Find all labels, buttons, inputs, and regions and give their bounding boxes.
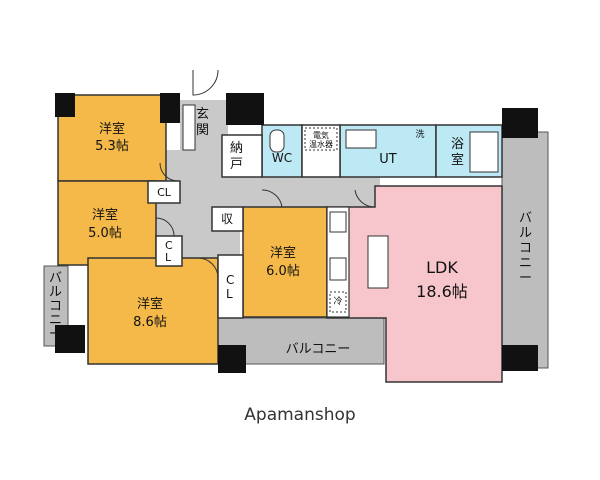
bedroom-1-name: 洋室: [99, 121, 125, 137]
washbasin: [345, 129, 377, 149]
wash-label: 洗: [415, 128, 424, 140]
kitchen-sink: [329, 257, 347, 281]
balcony-left-label: バルコニー: [49, 271, 62, 342]
wall-pillars: [55, 93, 538, 373]
ldk-size: 18.6帖: [416, 282, 468, 301]
closet-3: [217, 254, 244, 319]
fridge-label: 冷: [333, 295, 342, 307]
bathtub: [469, 131, 499, 173]
entry-cabinet: [182, 104, 196, 151]
kitchen-stove: [329, 211, 347, 233]
ldk-room: [326, 185, 503, 383]
balcony-bottom-label: バルコニー: [286, 342, 351, 357]
bedroom-3-name: 洋室: [137, 296, 163, 312]
bedroom-2-name: 洋室: [92, 207, 118, 223]
closet-1: [147, 180, 181, 204]
bedroom-1: [57, 94, 167, 182]
bedroom-2: [57, 180, 157, 266]
bath-label: 浴室: [451, 137, 464, 168]
storage-room: [211, 206, 244, 232]
heater-label-1: 電気: [313, 130, 329, 140]
bedroom-3-size: 8.6帖: [133, 315, 167, 330]
brand-logo-text: Apamanshop: [244, 405, 356, 425]
ut-label: UT: [379, 152, 397, 167]
nando-room: [221, 134, 263, 178]
balconies: [43, 131, 549, 369]
nando-label: 納戸: [230, 141, 243, 172]
ldk-name: LDK: [426, 258, 458, 277]
kitchen-island: [367, 235, 389, 289]
bedroom-2-size: 5.0帖: [88, 226, 122, 241]
bedroom-4-size: 6.0帖: [266, 264, 300, 279]
floor-plan: 洋室 5.3帖 洋室 5.0帖 洋室 8.6帖 洋室 6.0帖 LDK 18.6…: [43, 69, 549, 383]
water-heater: [301, 124, 341, 178]
bedroom-4: [242, 206, 328, 318]
bedroom-4-name: 洋室: [270, 245, 296, 261]
genkan-label: 玄関: [196, 107, 209, 138]
toilet: [269, 129, 285, 153]
water-heater-box: [304, 127, 338, 151]
bedroom-3: [87, 257, 219, 365]
wc-label: WC: [272, 151, 292, 165]
storage-label: 収: [221, 212, 233, 226]
balcony-right-label: バルコニー: [519, 211, 532, 286]
bedroom-1-size: 5.3帖: [95, 139, 129, 154]
closet-2: [155, 235, 183, 267]
closet-1-label: CL: [157, 186, 172, 199]
kitchen-counter: [326, 206, 350, 318]
fridge-space: [329, 291, 347, 313]
door-swings: [155, 69, 376, 279]
heater-label-2: 温水器: [309, 139, 333, 149]
